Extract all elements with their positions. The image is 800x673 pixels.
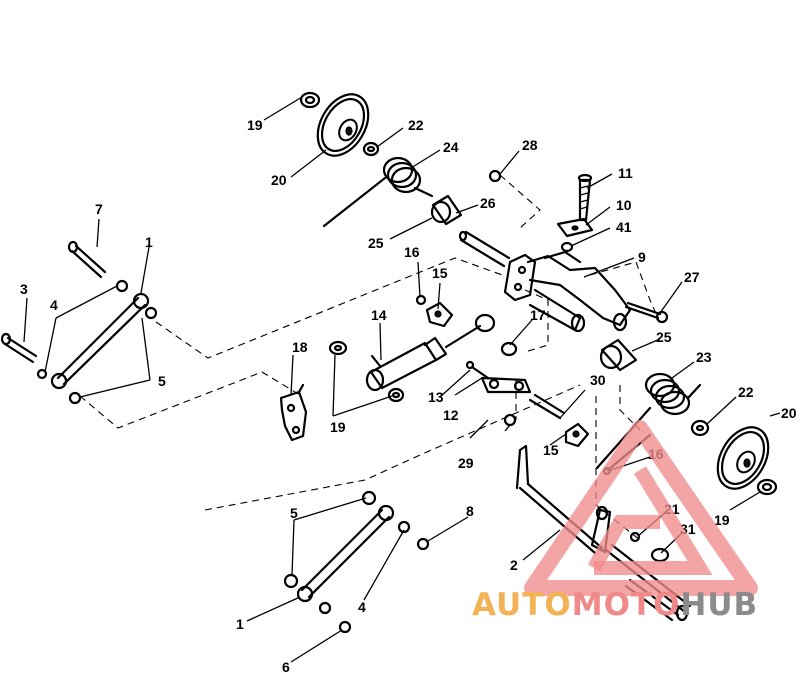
torsion-spring-23 (595, 372, 702, 470)
callout-5-lower: 5 (290, 505, 298, 521)
callout-17: 17 (530, 307, 546, 323)
shaft-26 (458, 230, 511, 268)
callout-28: 28 (522, 137, 538, 153)
bushing-17 (500, 341, 518, 357)
shock-absorber-14 (365, 313, 496, 392)
callout-25-top: 25 (368, 235, 384, 251)
callout-15-lower: 15 (543, 442, 559, 458)
callout-12: 12 (443, 407, 459, 423)
callout-22-right: 22 (738, 384, 754, 400)
callout-7: 7 (95, 201, 103, 217)
callout-16-left: 16 (404, 244, 420, 260)
callout-5-upper: 5 (158, 373, 166, 389)
bushing-5-lower (283, 490, 377, 589)
bushing-19-shock-bottom (387, 387, 405, 403)
callout-19-top: 19 (247, 117, 263, 133)
bracket-18 (279, 383, 308, 442)
bushing-22-right (690, 419, 710, 437)
callout-14: 14 (371, 307, 387, 323)
bushing-22-top (362, 141, 380, 157)
bushing-31 (650, 547, 670, 563)
nut-16-left (415, 294, 427, 306)
callout-26: 26 (480, 195, 496, 211)
callout-25-right: 25 (656, 329, 672, 345)
bolt-7 (67, 240, 107, 279)
bushing-25-top (430, 194, 463, 226)
link-12 (480, 376, 532, 394)
watermark-hub: HUB (680, 587, 759, 623)
automotohub-logo-triangle (524, 420, 758, 596)
watermark-auto: AUTO (472, 587, 572, 623)
bushing-25-right (599, 338, 638, 372)
callout-10: 10 (616, 197, 632, 213)
pivot-block-15-lower (564, 422, 590, 448)
upper-idler-wheel (316, 93, 370, 157)
callout-15-upper: 15 (432, 265, 448, 281)
callout-18: 18 (292, 339, 308, 355)
nut-21 (629, 531, 641, 543)
callout-24: 24 (443, 139, 459, 155)
washer-19-top (299, 91, 321, 109)
nut-8 (416, 537, 430, 551)
callout-20-right: 20 (781, 405, 797, 421)
callout-30: 30 (590, 372, 606, 388)
callout-6: 6 (282, 659, 290, 673)
callout-leaders (23, 96, 781, 663)
callout-13: 13 (428, 389, 444, 405)
callout-19-right: 19 (714, 512, 730, 528)
callout-1-upper: 1 (145, 234, 153, 250)
assembly-guide-lines (79, 174, 659, 541)
callout-29: 29 (458, 455, 474, 471)
washer-4-lower (318, 520, 411, 615)
nut-29 (503, 413, 517, 427)
pad-10 (556, 217, 594, 238)
callout-41: 41 (616, 219, 632, 235)
callout-23: 23 (696, 349, 712, 365)
nut-6 (338, 620, 352, 634)
callout-1-lower: 1 (236, 616, 244, 632)
washer-41 (560, 241, 574, 253)
callout-19-shock: 19 (330, 419, 346, 435)
nut-28 (488, 169, 502, 183)
bushing-5-upper (68, 306, 158, 405)
bushing-19-shock-top (328, 340, 348, 356)
bolt-27 (624, 301, 669, 324)
callout-27: 27 (684, 269, 700, 285)
callout-8: 8 (466, 503, 474, 519)
spacer-30 (528, 393, 566, 420)
watermark-moto: MOTO (571, 587, 681, 623)
link-rod-1-upper (50, 292, 150, 390)
lower-idler-wheel (716, 426, 770, 490)
bolt-11 (577, 173, 593, 222)
washer-4-left (36, 279, 129, 380)
callout-4-upper: 4 (50, 297, 58, 313)
callout-22-top: 22 (408, 117, 424, 133)
callout-3: 3 (20, 281, 28, 297)
bolt-13 (465, 360, 490, 380)
callout-9: 9 (638, 249, 646, 265)
pivot-block-15-upper (425, 301, 454, 328)
callout-2: 2 (510, 557, 518, 573)
callout-11: 11 (618, 165, 633, 181)
swing-arm-frame-9 (503, 250, 632, 333)
automotohub-watermark: AUTOMOTOHUB (472, 590, 758, 621)
callout-20-top: 20 (271, 172, 287, 188)
link-rod-1-lower (296, 504, 395, 603)
torsion-spring-24 (322, 156, 434, 228)
washer-19-right (756, 478, 778, 496)
bolt-3 (0, 332, 38, 364)
callout-4-lower: 4 (358, 599, 366, 615)
